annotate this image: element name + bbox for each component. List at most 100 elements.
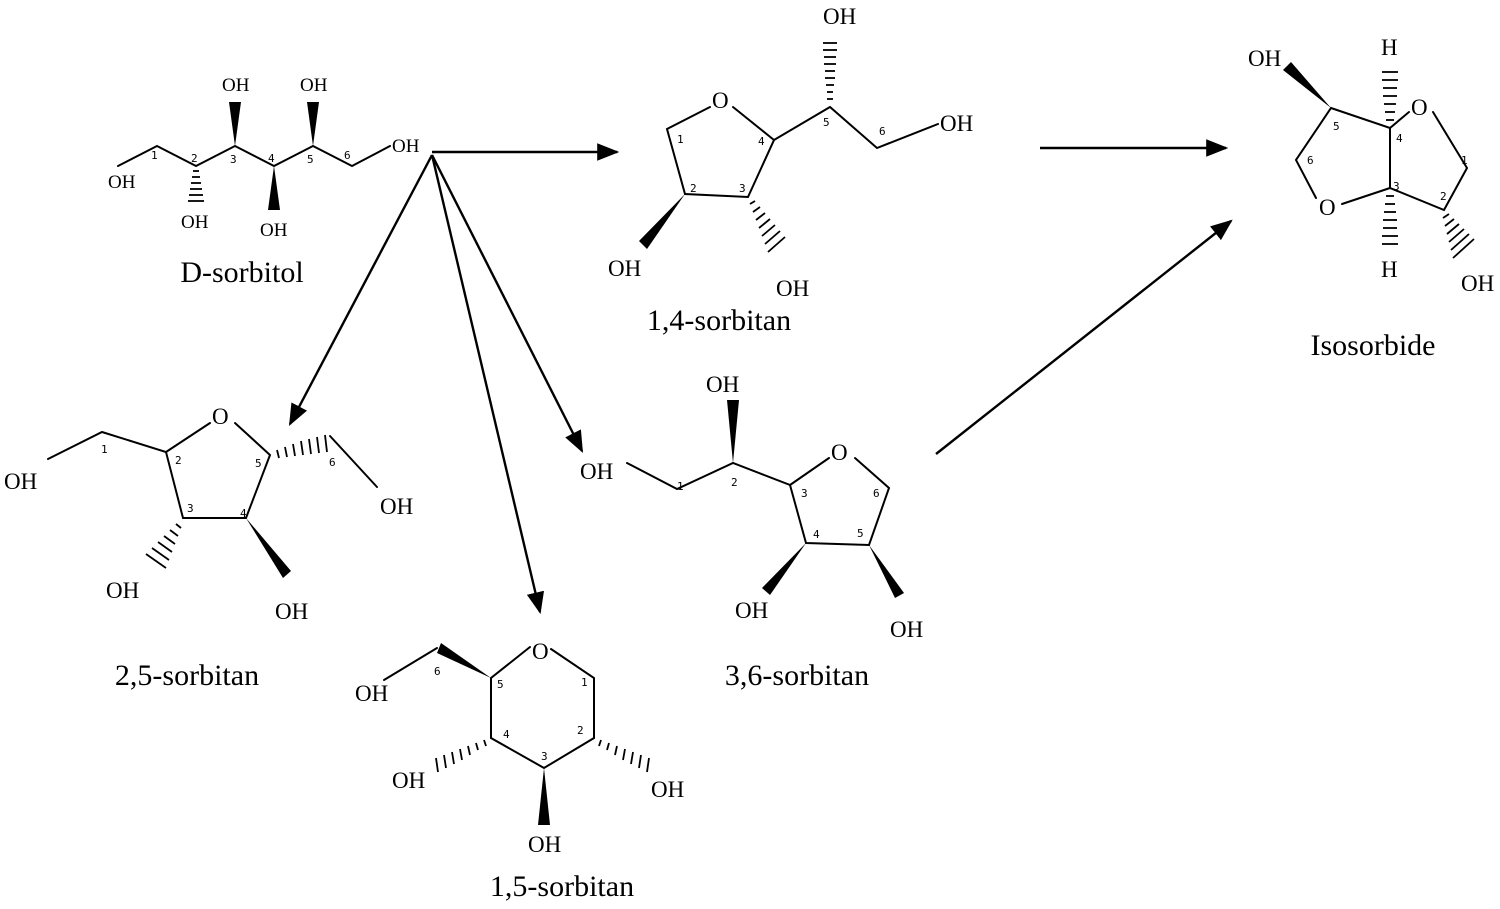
arrow-to-25-sorbitan (288, 154, 434, 426)
wedge-bond (538, 768, 550, 825)
locant: 3 (739, 182, 746, 195)
locant: 4 (813, 528, 820, 541)
oh-label: OH (890, 617, 923, 642)
oh-label: OH (181, 212, 209, 233)
arrow-to-15-sorbitan (430, 154, 545, 615)
compound-name: 1,5-sorbitan (490, 870, 634, 903)
oh-label: OH (580, 459, 613, 484)
oh-label: OH (260, 220, 288, 241)
locant: 1 (677, 480, 684, 493)
locant: 2 (731, 476, 738, 489)
oh-label: OH (392, 768, 425, 793)
hash-bond (188, 170, 204, 202)
locant: 2 (577, 724, 584, 737)
ring-oxygen-label: O (1411, 95, 1428, 120)
wedge-bond (268, 166, 280, 210)
hash-bond (823, 42, 837, 100)
oh-label: OH (275, 599, 308, 624)
wedge-bond (762, 543, 806, 595)
sorbitan-25-structure: O OH OH OH OH 1 2 3 4 5 6 2,5-sorbitan (4, 404, 413, 692)
wedge-bond (639, 194, 685, 249)
oh-label: OH (823, 4, 856, 29)
wedge-bond (727, 400, 739, 463)
locant: 1 (101, 443, 108, 456)
oh-label: OH (706, 372, 739, 397)
ring-oxygen-label: O (712, 88, 729, 113)
oh-label: OH (392, 136, 420, 157)
reaction-arrows (288, 139, 1233, 615)
compound-name: 1,4-sorbitan (647, 304, 791, 337)
ring-oxygen-label: O (532, 639, 549, 664)
locant: 1 (151, 149, 158, 162)
hash-bond (1382, 195, 1398, 245)
locant: 2 (191, 152, 198, 165)
wedge-bond (307, 102, 319, 146)
locant: 2 (1440, 190, 1447, 203)
locant: 1 (581, 676, 588, 689)
oh-label: OH (608, 256, 641, 281)
hash-bond (1442, 213, 1475, 259)
locant: 5 (307, 153, 314, 166)
sorbitan-15-structure: O OH OH OH OH 1 2 3 4 5 6 1,5-sorbitan (355, 639, 684, 903)
locant: 6 (434, 665, 441, 678)
locant: 4 (503, 728, 510, 741)
oh-label: OH (355, 681, 388, 706)
sorbitan-14-structure: O OH OH OH OH 1 2 3 4 5 6 1,4-sorbitan (608, 4, 973, 337)
d-sorbitol-structure: OH OH OH OH OH OH 1 2 3 4 5 6 D-sorbitol (108, 75, 420, 289)
sorbitan-36-structure: O OH OH OH OH 1 2 3 4 5 6 3,6-sorbitan (580, 372, 923, 692)
oh-label: OH (300, 75, 328, 96)
oh-label: OH (106, 578, 139, 603)
oh-label: OH (528, 832, 561, 857)
arrow-36-to-isosorbide (935, 219, 1233, 455)
h-label: H (1381, 35, 1398, 60)
locant: 6 (344, 149, 351, 162)
oh-label: OH (108, 172, 136, 193)
h-label: H (1381, 257, 1398, 282)
locant: 5 (255, 457, 262, 470)
locant: 1 (1461, 154, 1468, 167)
arrow-to-36-sorbitan (430, 154, 584, 453)
locant: 3 (187, 502, 194, 515)
oh-label: OH (776, 276, 809, 301)
locant: 3 (1393, 180, 1400, 193)
compound-name: D-sorbitol (180, 256, 303, 289)
locant: 5 (857, 527, 864, 540)
locant: 3 (801, 487, 808, 500)
locant: 6 (329, 456, 336, 469)
oh-label: OH (735, 598, 768, 623)
isosorbide-structure: O O OH OH H H 1 2 3 4 5 6 Isosorbide (1248, 35, 1494, 362)
oh-label: OH (380, 494, 413, 519)
oh-label: OH (4, 469, 37, 494)
locant: 5 (497, 678, 504, 691)
oh-label: OH (222, 75, 250, 96)
locant: 3 (541, 750, 548, 763)
hash-bond (749, 200, 786, 253)
oh-label: OH (651, 777, 684, 802)
compound-name: 3,6-sorbitan (725, 659, 869, 692)
locant: 5 (1333, 120, 1340, 133)
compound-name: 2,5-sorbitan (115, 659, 259, 692)
locant: 6 (873, 487, 880, 500)
oh-label: OH (940, 111, 973, 136)
locant: 6 (879, 125, 886, 138)
oh-label: OH (1248, 46, 1281, 71)
locant: 1 (677, 133, 684, 146)
locant: 4 (240, 507, 247, 520)
ring-oxygen-label: O (212, 404, 229, 429)
ring-oxygen-label: O (831, 440, 848, 465)
wedge-bond (1283, 62, 1331, 108)
locant: 4 (1396, 132, 1403, 145)
hash-bond (598, 739, 650, 773)
hash-bond (435, 739, 487, 773)
wedge-bond (246, 518, 291, 578)
locant: 3 (230, 153, 237, 166)
locant: 4 (758, 135, 765, 148)
locant: 2 (690, 182, 697, 195)
locant: 6 (1307, 154, 1314, 167)
ring-oxygen-label: O (1319, 195, 1336, 220)
locant: 4 (268, 152, 275, 165)
oh-label: OH (1461, 271, 1494, 296)
hash-bond (276, 434, 328, 459)
hash-bond (145, 523, 182, 569)
